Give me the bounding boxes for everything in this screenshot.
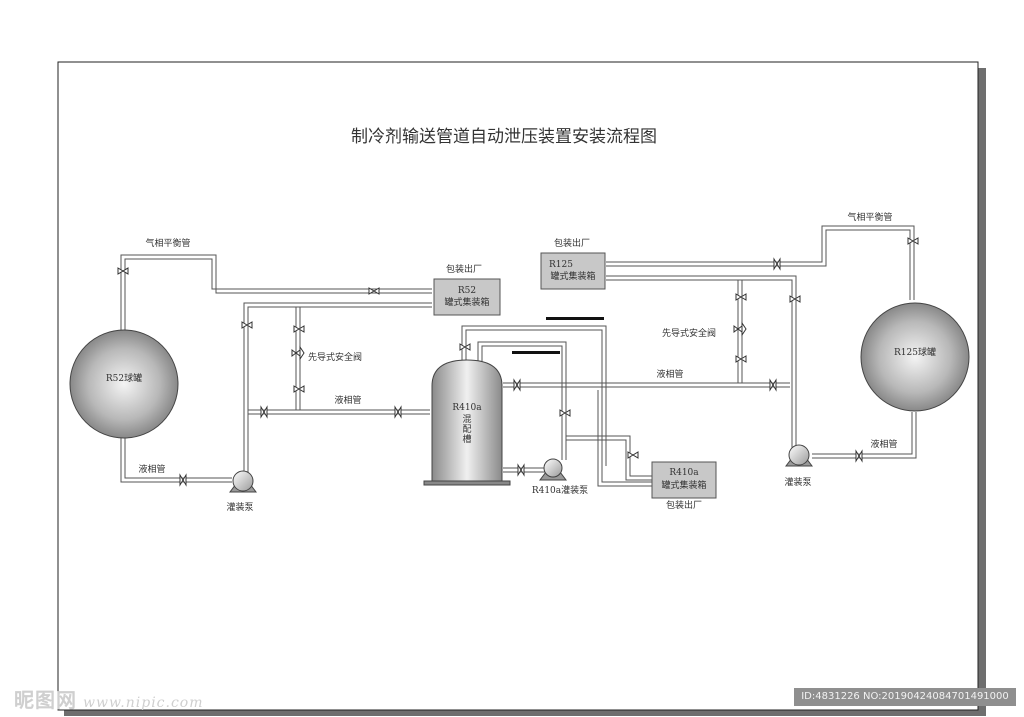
mix-tank-label-4: 槽 <box>462 433 471 445</box>
pipes <box>120 225 917 487</box>
r125-container-box <box>540 252 606 290</box>
pump-mid-label: R410a灌装泵 <box>532 484 588 496</box>
valve-icon <box>735 355 747 363</box>
valve-icon <box>517 463 525 477</box>
r125-box-label-2: 罐式集装箱 <box>550 270 595 282</box>
valve-icon <box>769 378 777 392</box>
liquid-left-low-label: 液相管 <box>138 463 165 475</box>
valve-icon <box>855 449 863 463</box>
safety-valve-left-icon <box>291 345 305 361</box>
valve-icon <box>117 267 129 275</box>
valve-icon <box>293 325 305 333</box>
valves <box>117 237 919 487</box>
liquid-right-mid-label: 液相管 <box>656 368 683 380</box>
mix-tank-label-1: R410a <box>452 403 482 413</box>
r410a-box-label-1: R410a <box>669 468 699 478</box>
r410a-box-label-2: 罐式集装箱 <box>661 479 706 491</box>
valve-icon <box>907 237 919 245</box>
r52-box-label-2: 罐式集装箱 <box>444 296 489 308</box>
pump-icon <box>788 444 810 466</box>
valve-icon <box>293 385 305 393</box>
gas-balance-left-label: 气相平衡管 <box>145 237 190 249</box>
valve-icon <box>260 405 268 419</box>
valve-icon <box>627 451 639 459</box>
r125-tank-label: R125球罐 <box>894 346 936 358</box>
pilot-valve-right-label: 先导式安全阀 <box>662 327 716 339</box>
valve-icon <box>789 295 801 303</box>
safety-valve-right-icon <box>733 321 747 337</box>
valve-icon <box>773 257 781 271</box>
r52-container-box <box>433 278 501 316</box>
r125-sphere-tank <box>860 302 970 412</box>
mix-tank-base <box>423 480 511 486</box>
ship-r52-label: 包装出厂 <box>446 263 482 275</box>
pump-right-label: 灌装泵 <box>784 476 811 488</box>
watermark-brand: 昵图网 <box>14 688 77 712</box>
pilot-valve-left-label: 先导式安全阀 <box>308 351 362 363</box>
liquid-left-mid-label: 液相管 <box>334 394 361 406</box>
valve-icon <box>179 473 187 487</box>
flow-bar-mid <box>512 351 560 354</box>
image-id-bar: ID:4831226 NO:20190424084701491000 <box>794 688 1016 706</box>
r52-tank-label: R52球罐 <box>106 372 142 384</box>
pump-icon <box>543 458 563 478</box>
r125-box-label-1: R125 <box>549 260 573 270</box>
valve-icon <box>735 293 747 301</box>
valve-icon <box>559 409 571 417</box>
pump-right <box>785 444 813 467</box>
valve-icon <box>459 343 471 351</box>
r52-sphere-tank <box>69 329 179 439</box>
valve-icon <box>241 321 253 329</box>
pump-left-label: 灌装泵 <box>226 501 253 513</box>
pump-mid <box>539 458 567 481</box>
pump-left <box>229 470 257 493</box>
r52-box-label-1: R52 <box>458 286 476 296</box>
r410a-container-box <box>651 461 717 499</box>
ship-r410a-label: 包装出厂 <box>666 499 702 511</box>
ship-r125-label: 包装出厂 <box>554 237 590 249</box>
flow-bar-top <box>546 317 604 320</box>
valve-icon <box>513 378 521 392</box>
diagram-title: 制冷剂输送管道自动泄压装置安装流程图 <box>351 127 657 147</box>
valve-icon <box>368 287 380 295</box>
watermark-url: www.nipic.com <box>83 695 204 711</box>
r410a-mix-tank <box>431 359 503 483</box>
watermark: 昵图网 www.nipic.com <box>14 684 204 713</box>
gas-balance-right-label: 气相平衡管 <box>847 211 892 223</box>
pump-icon <box>232 470 254 492</box>
liquid-right-low-label: 液相管 <box>870 438 897 450</box>
valve-icon <box>394 405 402 419</box>
mix-tank-label-3: 配 <box>462 424 471 435</box>
mix-tank-label-2: 混 <box>462 414 471 425</box>
